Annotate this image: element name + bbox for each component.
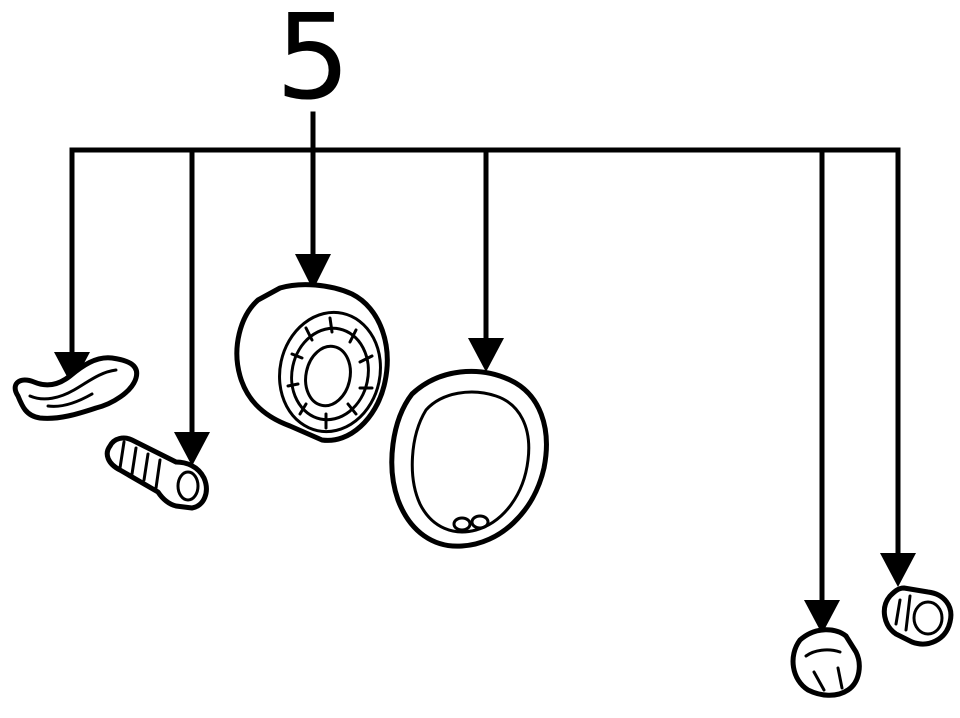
plug-a-flat-1 — [804, 648, 842, 658]
plug-b-face — [912, 600, 944, 636]
seal-spring-loop-2 — [470, 514, 490, 530]
leader-lines — [69, 111, 901, 610]
bolt-part — [104, 435, 209, 511]
bolt-head-face — [176, 470, 200, 502]
clip-inner-line — [46, 392, 94, 408]
seal-inner-lip — [410, 390, 531, 534]
seal-outer-edge — [389, 368, 549, 549]
oil-seal-part — [389, 368, 549, 549]
plug-a-flat-3 — [836, 666, 844, 690]
bolt-thread-2 — [130, 446, 138, 476]
bearing-roller-ring — [290, 326, 370, 422]
arrow-head-bearing — [295, 254, 331, 290]
arrow-head-ring — [468, 338, 504, 372]
bearing-rollers — [286, 316, 374, 430]
bolt-thread-4 — [154, 458, 162, 490]
bolt-thread-1 — [118, 440, 126, 470]
plug-a-body — [790, 627, 862, 698]
arrow-head-plug-b — [880, 553, 916, 587]
arrow-heads — [54, 254, 916, 634]
arrow-head-plug-a — [804, 600, 840, 634]
plug-b-thread-2 — [904, 594, 912, 632]
arrow-head-clip — [54, 352, 90, 386]
bearing-body — [234, 282, 390, 443]
callout-number-label: 5 — [275, 0, 350, 126]
retainer-clip-part — [12, 355, 140, 421]
seal-spring-loop-1 — [452, 516, 472, 532]
clip-ridge-line — [28, 368, 118, 401]
plug-b-part — [881, 585, 954, 647]
wheel-bearing-part — [234, 282, 390, 443]
arrow-head-bolt — [174, 432, 210, 466]
bearing-outer-race — [278, 310, 382, 434]
plug-a-flat-2 — [812, 670, 826, 692]
bearing-inner-bore — [304, 344, 352, 408]
plug-b-thread-1 — [894, 598, 902, 626]
bolt-thread-3 — [142, 452, 150, 482]
plug-a-part — [790, 627, 862, 698]
